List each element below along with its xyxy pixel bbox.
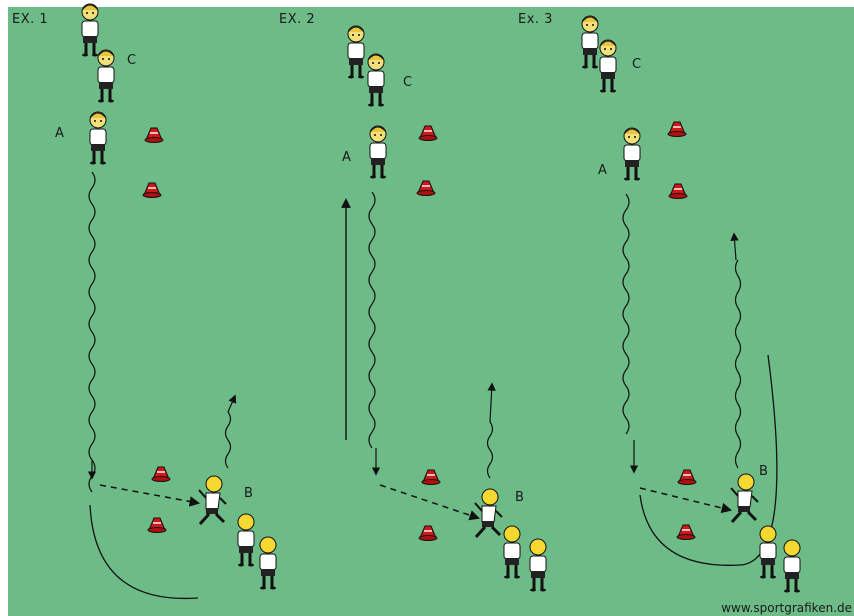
dribble-path-b [486, 421, 494, 479]
playing-field [8, 7, 854, 616]
dribble-path [368, 191, 376, 449]
exercise-2-label: EX. 2 [279, 12, 316, 27]
player-a-label: A [342, 150, 351, 165]
exercise-3-label: Ex. 3 [518, 12, 553, 27]
exercise-3 [580, 14, 802, 594]
pass-arrow [99, 484, 201, 507]
player-a-label: A [55, 126, 64, 141]
credit-text: www.sportgrafiken.de [721, 601, 852, 615]
pass-arrow [639, 487, 733, 514]
player-b-label: B [515, 490, 524, 505]
player-b-label: B [759, 464, 768, 479]
player-c-label: C [403, 75, 413, 90]
player-c-label: C [632, 57, 642, 72]
dribble-arrow-b [487, 382, 496, 423]
dribble-arrow-b [730, 232, 739, 261]
player-c-label: C [127, 53, 137, 68]
dribble-arrow-b [227, 394, 237, 413]
player-b-label: B [244, 486, 253, 501]
exercise-1 [80, 2, 278, 600]
dribble-path [622, 193, 630, 435]
run-path [89, 504, 199, 600]
exercise-2 [341, 24, 548, 593]
player-a-label: A [598, 163, 607, 178]
exercise-1-label: EX. 1 [12, 12, 49, 27]
dribble-path [88, 171, 96, 493]
dribble-path-b [224, 411, 232, 469]
dribble-path-b [734, 259, 742, 469]
run-path [639, 354, 778, 566]
